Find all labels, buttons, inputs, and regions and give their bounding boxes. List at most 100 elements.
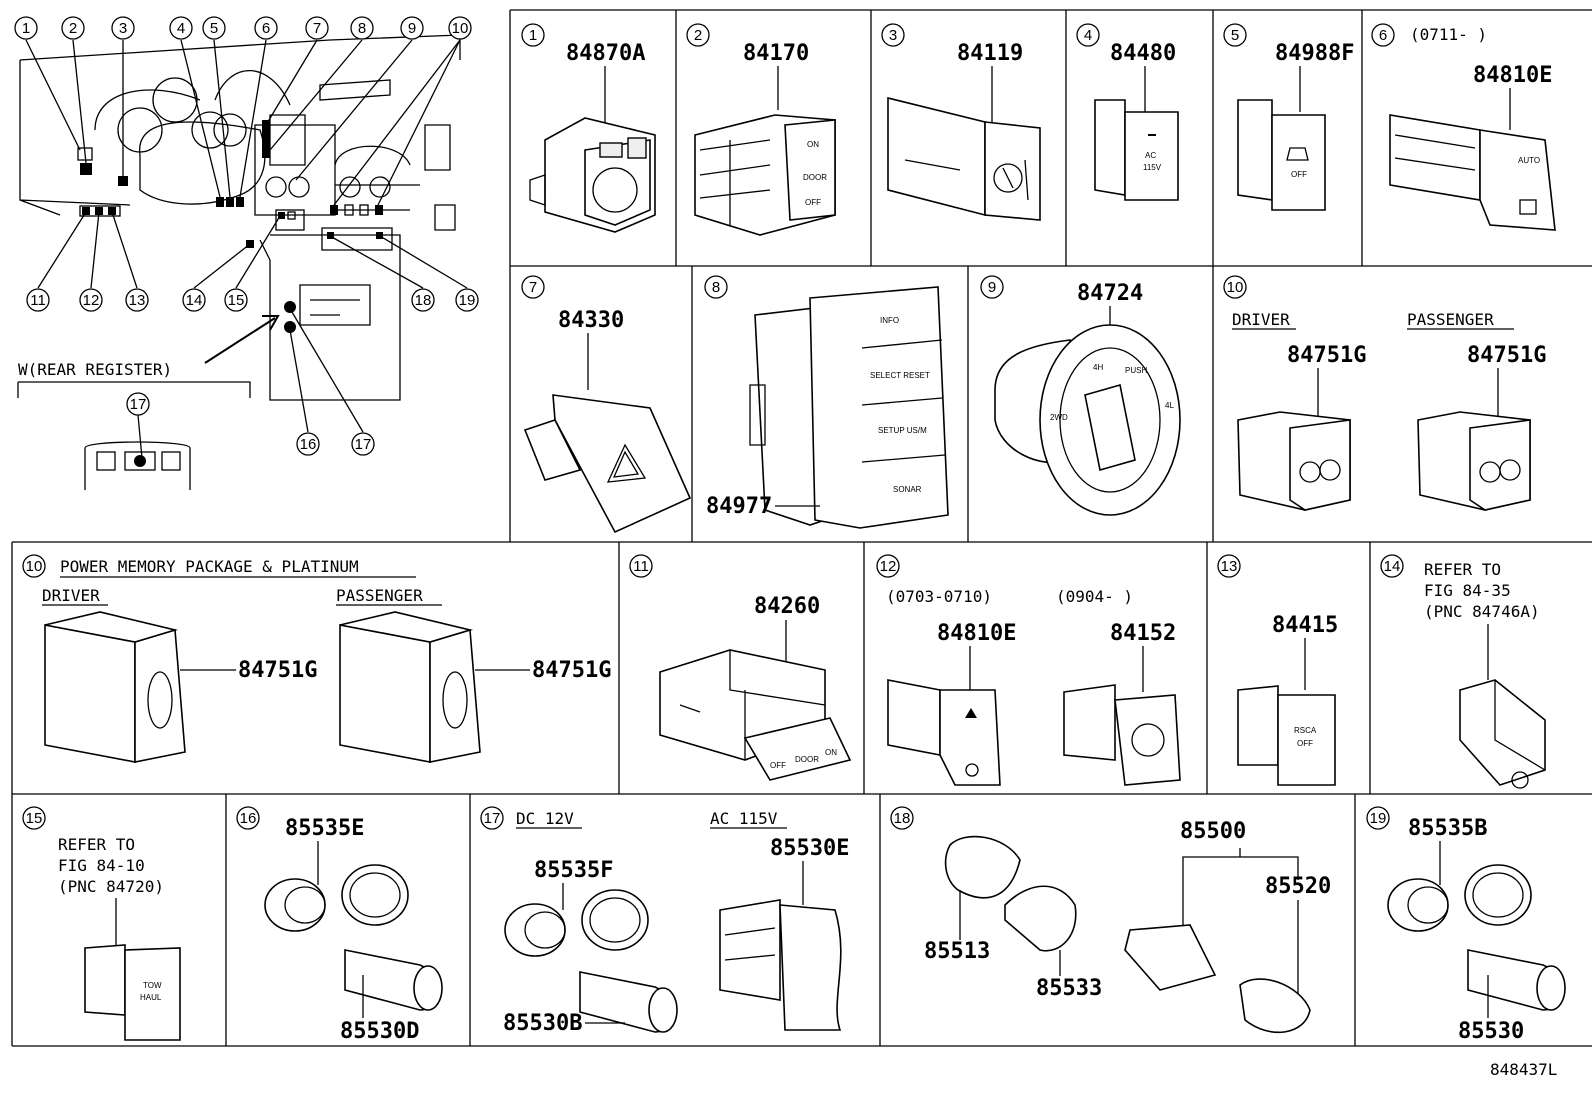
part-number[interactable]: 84977	[706, 494, 772, 519]
callout: 17	[484, 810, 501, 827]
part-number[interactable]: 84152	[1110, 621, 1176, 646]
part-number[interactable]: 85533	[1036, 976, 1102, 1001]
switch-label: DOOR	[803, 173, 827, 182]
switch-label: OFF	[1297, 739, 1313, 748]
part-number[interactable]: 85535F	[534, 858, 613, 883]
sub-label: PASSENGER	[336, 586, 423, 605]
part-number[interactable]: 84170	[743, 41, 809, 66]
callout: 3	[119, 20, 127, 37]
switch-label: 115V	[1143, 163, 1162, 172]
part-number[interactable]: 84724	[1077, 281, 1143, 306]
part-number[interactable]: 84119	[957, 41, 1023, 66]
part-number[interactable]: 84751G	[1287, 343, 1366, 368]
callout: 17	[355, 436, 372, 453]
part-number[interactable]: 84480	[1110, 41, 1176, 66]
part-number[interactable]: 84260	[754, 594, 820, 619]
cell-16: 16 85535E 85530D	[236, 806, 443, 1044]
refer-text: FIG 84-10	[58, 856, 145, 875]
part-number[interactable]: 85530B	[503, 1011, 582, 1036]
callout: 14	[1384, 558, 1401, 575]
cell-12: 12 (0703-0710) (0904- ) 84810E 84152	[876, 554, 1181, 786]
part-number[interactable]: 85530E	[770, 836, 849, 861]
callout: 9	[988, 279, 996, 296]
switch-label: PUSH	[1125, 366, 1147, 375]
cell-15: 15 REFER TO FIG 84-10 (PNC 84720) TOW HA…	[22, 806, 181, 1041]
part-number[interactable]: 85530	[1458, 1019, 1524, 1044]
callout: 1	[22, 20, 30, 37]
date-range: (0711- )	[1410, 25, 1487, 44]
callout: 12	[83, 292, 100, 309]
switch-label: SONAR	[893, 485, 922, 494]
switch-label: SETUP US/M	[878, 426, 927, 435]
callout: 8	[358, 20, 366, 37]
part-number[interactable]: 84870A	[566, 41, 645, 66]
callout: 3	[889, 27, 897, 44]
callout: 5	[1231, 27, 1239, 44]
overview-callouts: 1 2 3 4 5 6 7 8 9 10 11 12 13 14 15 16 1…	[14, 16, 479, 456]
part-number[interactable]: 85500	[1180, 819, 1246, 844]
sub-label: DRIVER	[42, 586, 100, 605]
grid-lines	[11, 9, 1592, 1047]
switch-label: AUTO	[1518, 156, 1540, 165]
callout: 9	[408, 20, 416, 37]
cell-18: 18 85500 85520 85513 85533	[890, 806, 1331, 1034]
callout: 15	[228, 292, 245, 309]
callout: 8	[712, 279, 720, 296]
callout: 15	[26, 810, 43, 827]
figure-id: 848437L	[1490, 1060, 1557, 1079]
cell-14: 14 REFER TO FIG 84-35 (PNC 84746A)	[1380, 554, 1546, 789]
refer-text: (PNC 84746A)	[1424, 602, 1540, 621]
cell-19: 19 85535B 85530	[1366, 806, 1566, 1044]
part-number[interactable]: 85530D	[340, 1019, 419, 1044]
callout: 18	[894, 810, 911, 827]
cell-17: 17 DC 12V AC 115V 85535F 85530B 85530E	[480, 806, 849, 1036]
switch-label: HAUL	[140, 993, 162, 1002]
part-number[interactable]: 84330	[558, 308, 624, 333]
callout: 7	[313, 20, 321, 37]
callout: 16	[300, 436, 317, 453]
part-number[interactable]: 85535B	[1408, 816, 1487, 841]
callout: 4	[1084, 27, 1092, 44]
callout: 10	[26, 558, 43, 575]
callout: 18	[415, 292, 432, 309]
section-title: POWER MEMORY PACKAGE & PLATINUM	[60, 557, 359, 576]
switch-label: RSCA	[1294, 726, 1317, 735]
cell-5: 5 84988F OFF	[1223, 23, 1354, 211]
part-number[interactable]: 85535E	[285, 816, 364, 841]
switch-label: 2WD	[1050, 413, 1068, 422]
cell-8: 8 INFO SELECT RESET SETUP US/M SONAR 849…	[704, 275, 949, 529]
cell-10: 10 DRIVER PASSENGER 84751G 84751G	[1223, 275, 1546, 511]
callout: 12	[880, 558, 897, 575]
switch-label: ON	[807, 140, 819, 149]
part-number[interactable]: 84415	[1272, 613, 1338, 638]
switch-label: 4H	[1093, 363, 1103, 372]
refer-text: REFER TO	[58, 835, 135, 854]
sub-label: AC 115V	[710, 809, 778, 828]
part-number[interactable]: 85513	[924, 939, 990, 964]
switch-label: OFF	[770, 761, 786, 770]
callout: 4	[177, 20, 185, 37]
part-number[interactable]: 84988F	[1275, 41, 1354, 66]
part-number[interactable]: 84810E	[1473, 63, 1552, 88]
callout: 13	[129, 292, 146, 309]
callout: 19	[459, 292, 476, 309]
cell-9: 9 84724 2WD 4H PUSH 4L	[980, 275, 1181, 516]
switch-label: DOOR	[795, 755, 819, 764]
part-number[interactable]: 84810E	[937, 621, 1016, 646]
sub-label: PASSENGER	[1407, 310, 1494, 329]
cell-10-power-memory: 10 POWER MEMORY PACKAGE & PLATINUM DRIVE…	[22, 554, 611, 763]
callout: 14	[186, 292, 203, 309]
part-number[interactable]: 84751G	[532, 658, 611, 683]
cell-7: 7 84330	[521, 275, 692, 534]
switch-label: OFF	[805, 198, 821, 207]
callout: 6	[262, 20, 270, 37]
callout: 5	[210, 20, 218, 37]
part-number[interactable]: 84751G	[1467, 343, 1546, 368]
callout: 17	[130, 396, 147, 413]
cell-3: 3 84119	[881, 23, 1041, 221]
refer-text: REFER TO	[1424, 560, 1501, 579]
part-number[interactable]: 85520	[1265, 874, 1331, 899]
callout: 16	[240, 810, 257, 827]
part-number[interactable]: 84751G	[238, 658, 317, 683]
cell-1: 1 84870A	[521, 23, 656, 233]
